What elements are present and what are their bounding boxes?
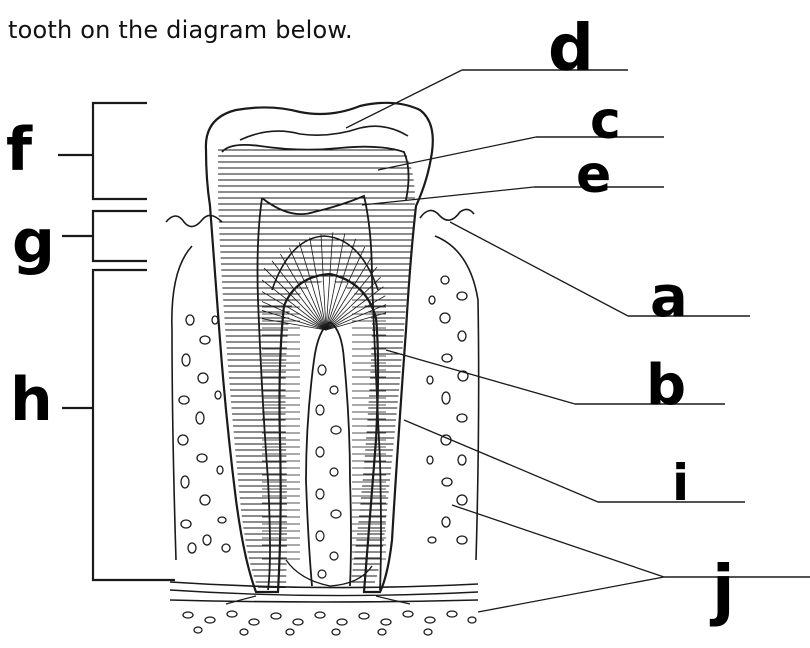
tooth-outline <box>206 103 433 592</box>
label-d: d <box>548 12 594 86</box>
label-e: e <box>576 145 611 205</box>
label-f: f <box>6 115 33 185</box>
pulp-fan-line <box>326 275 455 330</box>
label-g: g <box>12 207 55 277</box>
pulp-fan-line <box>326 260 447 330</box>
label-i: i <box>672 454 689 512</box>
pulp-fan-line <box>269 202 326 330</box>
pulp-fan-line <box>216 244 326 330</box>
label-b: b <box>646 353 686 418</box>
label-c: c <box>590 91 621 151</box>
pulp-fan-line <box>326 197 369 330</box>
leader-lines <box>346 70 664 612</box>
label-j: j <box>709 551 735 628</box>
label-a: a <box>650 265 688 330</box>
bracket-lines <box>58 103 175 580</box>
pulp-fan-line <box>326 190 336 330</box>
answer-lines <box>462 70 810 577</box>
label-h: h <box>10 365 53 435</box>
alveolar-bone <box>166 209 479 635</box>
